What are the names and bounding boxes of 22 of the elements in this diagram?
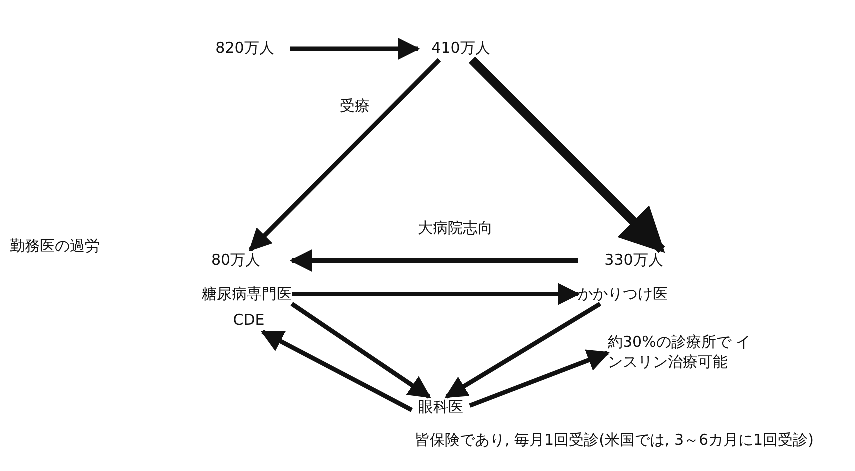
arrow [444,302,602,399]
node-text: かかりつけ医 [578,284,668,304]
note-text: 勤務医の過労 [10,236,100,256]
arrow [469,56,666,254]
node-text: 330万人 [604,250,664,270]
arrow [469,350,610,408]
node-text: 眼科医 [418,397,464,417]
node-text: 約30%の診療所で インスリン治療可能 [608,332,752,372]
note-text: 受療 [340,96,370,116]
node-text: 410万人 [432,38,490,58]
node-text: 820万人 [216,38,274,58]
node-text: 糖尿病専門医 [202,284,292,304]
node-text: CDE [233,310,265,330]
arrow [292,283,580,306]
node-text: 80万人 [211,250,261,270]
edge-label: 大病院志向 [418,218,493,238]
arrow [290,250,578,272]
arrow [290,302,432,399]
arrow [248,58,442,252]
note-text: 皆保険であり, 毎月1回受診(米国では, 3～6カ月に1回受診) [415,430,814,450]
arrow [260,330,414,412]
arrow [290,38,420,60]
